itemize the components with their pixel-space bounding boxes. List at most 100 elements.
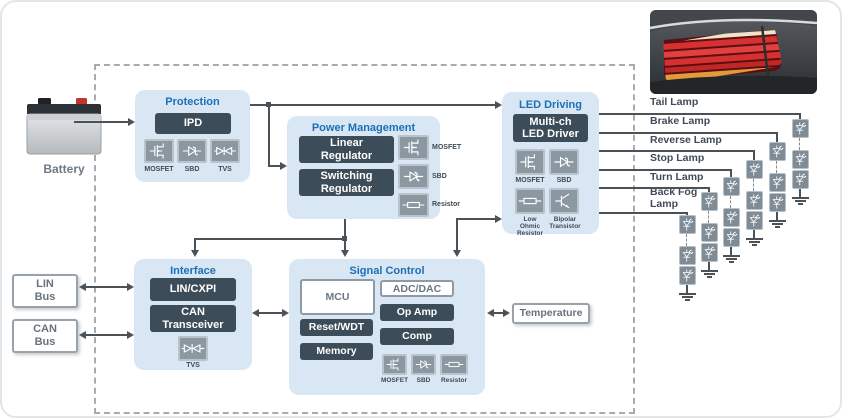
- led-icon: [792, 170, 809, 189]
- ground-stem: [776, 212, 778, 220]
- connector-line: [456, 218, 458, 251]
- arrowhead: [127, 283, 134, 291]
- led-icon: [746, 211, 763, 230]
- multi-ch-led-driver-chip: Multi-ch LED Driver: [513, 114, 588, 142]
- sbd-icon: [398, 164, 429, 189]
- sbd-label: SBD: [556, 177, 572, 184]
- connector-line: [194, 238, 346, 240]
- led-icon: [723, 177, 740, 196]
- connector-line: [250, 104, 496, 106]
- connector-line: [344, 219, 346, 239]
- connector-line: [344, 239, 346, 251]
- led-icon: [769, 193, 786, 212]
- led-icon: [701, 223, 718, 242]
- arrowhead: [487, 309, 494, 317]
- led-icon: [701, 243, 718, 262]
- arrowhead: [252, 309, 259, 317]
- led-icon: [679, 246, 696, 265]
- lamp-line: [708, 187, 710, 192]
- ground-icon: [768, 220, 786, 222]
- sbd-icon: [411, 354, 436, 375]
- mosfet-label: MOSFET: [144, 166, 174, 173]
- protection-title: Protection: [165, 96, 220, 108]
- arrowhead: [495, 101, 502, 109]
- arrowhead: [280, 162, 287, 170]
- arrowhead: [191, 250, 199, 257]
- ground-icon: [700, 270, 718, 272]
- battery-image: [18, 90, 110, 160]
- lin-cxpi-chip: LIN/CXPI: [150, 278, 236, 301]
- bipolar-transistor-icon: [549, 188, 579, 214]
- led-chain-dashed-link: [730, 196, 731, 208]
- sbd-icon: [177, 139, 207, 163]
- signal-control-title: Signal Control: [349, 265, 425, 277]
- ground-stem: [753, 230, 755, 238]
- led-chain-dashed-link: [753, 179, 754, 191]
- ground-icon: [794, 200, 806, 202]
- arrowhead: [341, 250, 349, 257]
- lamp-line: [599, 212, 687, 214]
- connector-line: [74, 121, 130, 123]
- arrowhead: [282, 309, 289, 317]
- ground-stem: [799, 189, 801, 197]
- led-driving-block: LED Driving Multi-ch LED Driver MOSFET S…: [502, 92, 599, 237]
- adc-dac-chip: ADC/DAC: [380, 280, 454, 297]
- mosfet-icon: [515, 149, 545, 175]
- sbd-label: SBD: [184, 166, 200, 173]
- lamp-line: [730, 169, 732, 177]
- tail-lamp-photo: [650, 10, 817, 94]
- lamp-line: [776, 132, 778, 142]
- led-icon: [723, 208, 740, 227]
- connector-line: [82, 286, 130, 288]
- lamp-line: [599, 150, 754, 152]
- switching-regulator-chip: Switching Regulator: [299, 169, 394, 196]
- led-icon: [746, 160, 763, 179]
- ground-icon: [791, 197, 809, 199]
- led-icon: [701, 192, 718, 211]
- lamp-label-back-fog: Back Fog Lamp: [650, 186, 698, 211]
- led-chain-dashed-link: [799, 138, 800, 150]
- ground-stem: [686, 285, 688, 293]
- sbd-icon: [549, 149, 579, 175]
- arrowhead: [495, 215, 502, 223]
- ground-icon: [678, 293, 696, 295]
- led-chain-dashed-link: [776, 161, 777, 173]
- connector-line: [268, 165, 282, 167]
- led-icon: [679, 266, 696, 285]
- led-icon: [679, 215, 696, 234]
- lamp-line: [799, 113, 801, 119]
- lamp-label-brake: Brake Lamp: [650, 115, 711, 127]
- ipd-chip: IPD: [155, 113, 231, 134]
- temperature-box: Temperature: [512, 303, 590, 324]
- led-icon: [723, 228, 740, 247]
- arrowhead: [79, 283, 86, 291]
- ground-icon: [748, 241, 760, 243]
- resistor-label: Resistor: [440, 377, 467, 384]
- op-amp-chip: Op Amp: [380, 304, 454, 321]
- arrowhead: [453, 250, 461, 257]
- lamp-line: [599, 132, 777, 134]
- lin-bus-box: LIN Bus: [12, 274, 78, 308]
- connector-line: [82, 334, 130, 336]
- led-icon: [769, 173, 786, 192]
- sbd-label: SBD: [416, 377, 431, 384]
- mosfet-icon: [144, 139, 174, 163]
- ground-icon: [771, 223, 783, 225]
- lamp-line: [599, 169, 731, 171]
- connector-line: [268, 104, 270, 166]
- lamp-line: [599, 113, 800, 115]
- arrowhead: [128, 118, 135, 126]
- tvs-label: TVS: [186, 362, 200, 369]
- led-driving-title: LED Driving: [519, 99, 582, 111]
- mosfet-label: MOSFET: [515, 177, 545, 184]
- tvs-icon: [210, 139, 240, 163]
- lamp-line: [686, 212, 688, 215]
- lamp-label-turn: Turn Lamp: [650, 171, 704, 183]
- ground-icon: [725, 258, 737, 260]
- led-chain-dashed-link: [686, 234, 687, 246]
- ground-icon: [703, 273, 715, 275]
- mosfet-label: MOSFET: [432, 144, 462, 151]
- interface-block: Interface LIN/CXPI CAN Transceiver TVS: [134, 259, 252, 370]
- interface-title: Interface: [170, 265, 216, 277]
- ground-icon: [722, 255, 740, 257]
